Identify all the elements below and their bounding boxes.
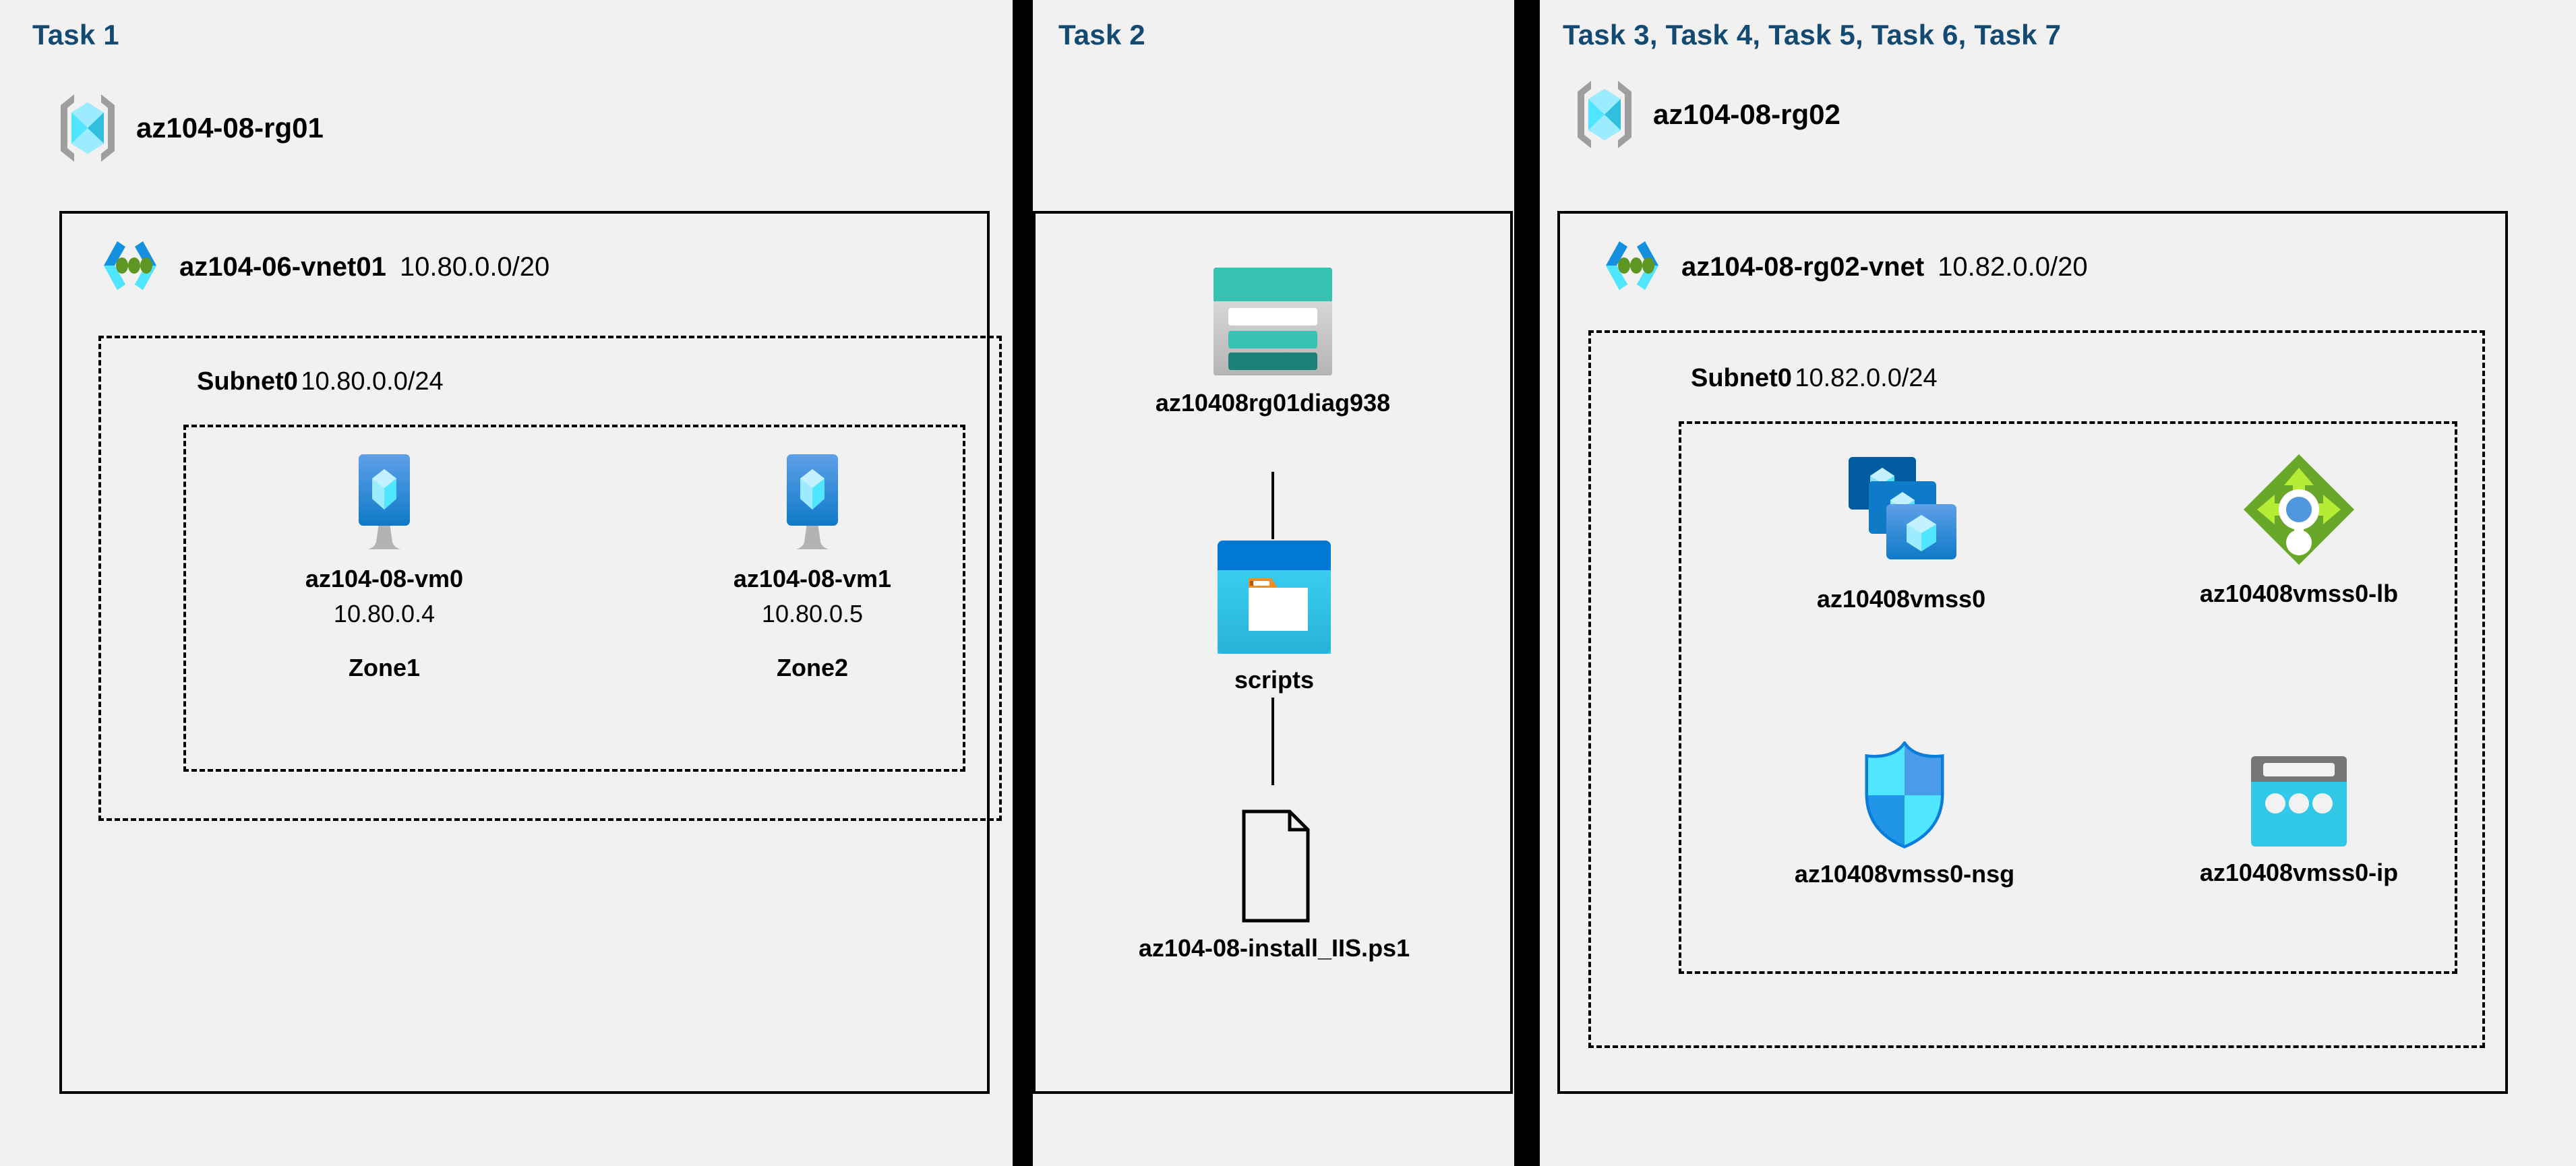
vmss-node-name: az10408vmss0 bbox=[1816, 585, 1986, 613]
task3-resource-group: az104-08-rg02 bbox=[1571, 74, 1840, 155]
blob-container-node[interactable]: scripts bbox=[1146, 539, 1402, 694]
storage-account-icon bbox=[1212, 266, 1334, 378]
vm-scale-set-icon bbox=[1840, 452, 1962, 574]
resource-group-icon bbox=[1571, 74, 1638, 155]
task1-vm-group-boundary bbox=[183, 425, 965, 772]
resource-group-icon bbox=[54, 88, 121, 168]
task3-subnet-boundary bbox=[1588, 330, 2485, 1048]
vm-node-1-ip: 10.80.0.5 bbox=[761, 600, 864, 627]
storage-account-name: az10408rg01diag938 bbox=[1155, 389, 1391, 417]
virtual-machine-icon bbox=[772, 452, 853, 554]
vm-node-0-zone: Zone1 bbox=[348, 654, 420, 681]
task1-vnet-boundary bbox=[59, 211, 990, 1094]
task3-subnet-name: Subnet0 bbox=[1691, 364, 1792, 392]
vm-node-0-ip: 10.80.0.4 bbox=[333, 600, 436, 627]
public-ip-address-icon bbox=[2250, 755, 2348, 848]
nsg-node[interactable]: az10408vmss0-nsg bbox=[1760, 741, 2049, 888]
task2-title: Task 2 bbox=[1058, 19, 1145, 51]
task3-title: Task 3, Task 4, Task 5, Task 6, Task 7 bbox=[1563, 19, 2062, 51]
public-ip-node[interactable]: az10408vmss0-ip bbox=[2157, 755, 2440, 887]
virtual-network-icon bbox=[94, 236, 166, 298]
script-file-icon bbox=[1227, 809, 1321, 923]
load-balancer-icon bbox=[2240, 450, 2358, 569]
task3-vnet-boundary bbox=[1557, 211, 2508, 1094]
vm-node-1-zone: Zone2 bbox=[776, 654, 848, 681]
virtual-machine-icon bbox=[344, 452, 425, 554]
task3-resource-group-label: az104-08-rg02 bbox=[1653, 98, 1840, 130]
column-separator-1 bbox=[1013, 0, 1033, 1166]
vm-node-0-name: az104-08-vm0 bbox=[305, 565, 464, 592]
blob-container-name: scripts bbox=[1234, 666, 1315, 694]
task1-resource-group: az104-08-rg01 bbox=[54, 88, 324, 168]
vm-node-1-name: az104-08-vm1 bbox=[733, 565, 892, 592]
task3-vnet-header: az104-08-rg02-vnet 10.82.0.0/20 bbox=[1596, 236, 2088, 298]
task1-subnet-cidr: 10.80.0.0/24 bbox=[301, 367, 444, 396]
blob-container-icon bbox=[1216, 539, 1332, 655]
virtual-network-icon bbox=[1596, 236, 1668, 298]
connector-storage-to-container bbox=[1271, 472, 1274, 539]
load-balancer-node-name: az10408vmss0-lb bbox=[2199, 580, 2399, 607]
connector-container-to-file bbox=[1271, 698, 1274, 785]
task1-vnet-header: az104-06-vnet01 10.80.0.0/20 bbox=[94, 236, 549, 298]
task1-subnet-label: Subnet0 10.80.0.0/24 bbox=[197, 367, 444, 396]
task1-vnet-cidr: 10.80.0.0/20 bbox=[399, 251, 550, 282]
task1-resource-group-label: az104-08-rg01 bbox=[136, 112, 324, 144]
storage-account-node[interactable]: az10408rg01diag938 bbox=[1138, 266, 1408, 417]
network-security-group-icon bbox=[1859, 741, 1950, 849]
vm-node-0[interactable]: az104-08-vm0 10.80.0.4 Zone1 bbox=[283, 452, 485, 682]
task1-subnet-boundary bbox=[98, 336, 1002, 821]
task1-vnet-name: az104-06-vnet01 bbox=[179, 251, 386, 282]
task1-subnet-name: Subnet0 bbox=[197, 367, 298, 396]
nsg-node-name: az10408vmss0-nsg bbox=[1794, 860, 2015, 888]
task2-boundary bbox=[1033, 211, 1513, 1094]
task3-resource-group-boundary bbox=[1679, 421, 2457, 974]
load-balancer-node[interactable]: az10408vmss0-lb bbox=[2164, 450, 2434, 608]
script-file-name: az104-08-install_IIS.ps1 bbox=[1138, 934, 1410, 962]
script-file-node[interactable]: az104-08-install_IIS.ps1 bbox=[1099, 809, 1449, 962]
task3-vnet-name: az104-08-rg02-vnet bbox=[1681, 251, 1925, 282]
vm-node-1[interactable]: az104-08-vm1 10.80.0.5 Zone2 bbox=[711, 452, 913, 682]
task3-vnet-cidr: 10.82.0.0/20 bbox=[1938, 251, 2088, 282]
public-ip-node-name: az10408vmss0-ip bbox=[2199, 859, 2399, 886]
task3-subnet-label: Subnet0 10.82.0.0/24 bbox=[1691, 364, 1938, 393]
task3-subnet-cidr: 10.82.0.0/24 bbox=[1795, 364, 1938, 392]
column-separator-2 bbox=[1514, 0, 1540, 1166]
vmss-node[interactable]: az10408vmss0 bbox=[1773, 452, 2029, 613]
task1-title: Task 1 bbox=[32, 19, 119, 51]
